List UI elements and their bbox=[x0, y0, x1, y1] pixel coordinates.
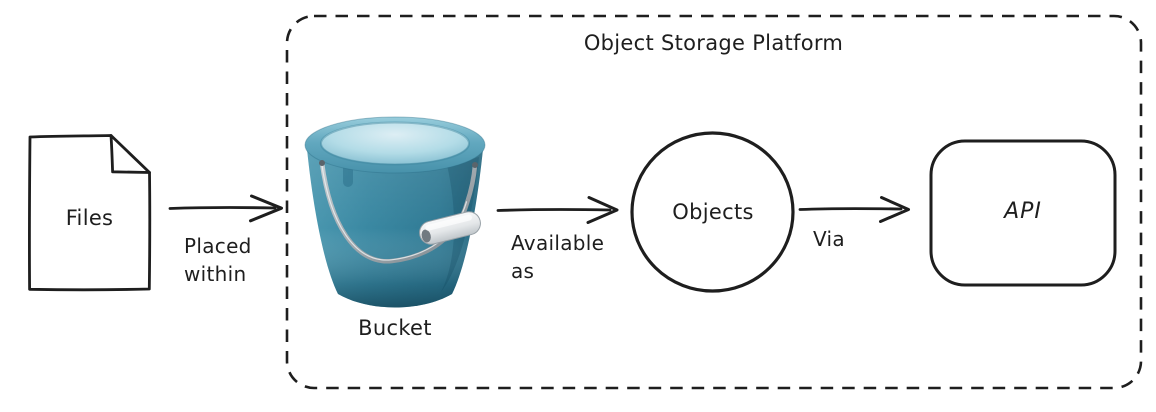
storage-platform-container bbox=[285, 14, 1143, 390]
edge-label-placed-within: Placed within bbox=[184, 232, 252, 288]
files-node-shape bbox=[28, 134, 152, 292]
edge-label-via: Via bbox=[813, 227, 845, 251]
files-node-label: Files bbox=[65, 206, 114, 230]
edge-label-line: Available bbox=[511, 231, 605, 255]
objects-node-label: Objects bbox=[672, 200, 754, 224]
objects-node-shape bbox=[630, 131, 795, 293]
api-node-label: API bbox=[1004, 199, 1042, 224]
arrow-bucket-to-objects bbox=[496, 196, 619, 224]
edge-label-available-as: Available as bbox=[511, 229, 604, 285]
arrowhead bbox=[879, 196, 910, 223]
arrow-files-to-bucket bbox=[168, 194, 283, 223]
bucket-handle-grip bbox=[419, 211, 481, 245]
edge-label-line: within bbox=[184, 262, 247, 286]
document-icon bbox=[28, 134, 152, 292]
bucket-node-label: Bucket bbox=[358, 316, 432, 340]
container-title: Object Storage Platform bbox=[583, 31, 844, 55]
api-node-shape bbox=[929, 139, 1117, 287]
edge-label-line: Placed bbox=[184, 234, 252, 258]
document-fold-corner bbox=[109, 134, 151, 174]
bucket-icon bbox=[304, 116, 486, 308]
edge-label-line: as bbox=[511, 259, 535, 283]
arrow-objects-to-api bbox=[798, 196, 910, 223]
arrowhead bbox=[249, 194, 283, 223]
arrowhead bbox=[586, 196, 619, 224]
